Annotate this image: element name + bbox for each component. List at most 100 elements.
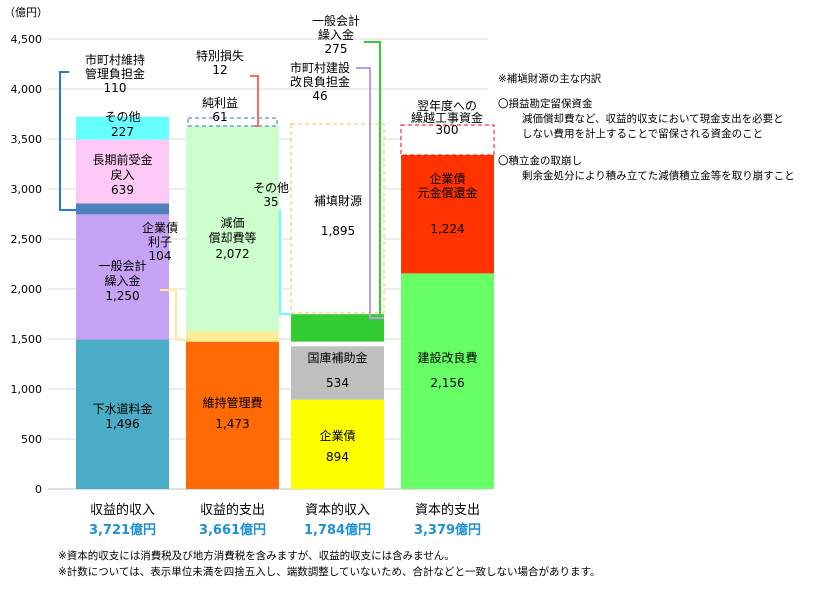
- segment-label: 1,224: [430, 222, 464, 236]
- segment-label: 建設改良費: [417, 350, 477, 365]
- y-tick-label: 500: [21, 433, 42, 446]
- category-label: 収益的支出: [200, 502, 265, 518]
- unit-label: （億円）: [4, 6, 48, 19]
- segment-label: 減価: [220, 215, 244, 230]
- segment-label: その他: [104, 110, 140, 124]
- carryover-callout-line-0: 翌年度への: [417, 98, 477, 113]
- special-loss-callout-line-1: 12: [212, 63, 227, 77]
- y-tick-label: 1,000: [11, 383, 43, 396]
- y-tick-label: 4,000: [11, 83, 43, 96]
- category-total: 3,721億円: [89, 522, 156, 538]
- hoten-callout-line-0: 補填財源: [314, 193, 362, 208]
- segment-label: 長期前受金: [92, 152, 152, 167]
- bar-segment: [401, 151, 494, 274]
- bar-segment: [291, 346, 384, 400]
- net-profit-callout-line-0: 純利益: [202, 96, 238, 110]
- bar-segment: [401, 273, 494, 489]
- footnote-line1: ※資本的収支には消費税及び地方消費税を含みますが、収益的収支には含みません。: [58, 550, 455, 562]
- category-total: 1,784億円: [304, 522, 371, 538]
- notes-item1-body1: 減価償却費など、収益的収支において現金支出を必要と: [522, 113, 784, 125]
- segment-label: 下水道料金: [92, 401, 152, 416]
- dashed-box: [290, 123, 385, 314]
- bond-interest-callout-line-1: 利子: [148, 235, 172, 249]
- segment-label: 元金償還金: [417, 185, 477, 200]
- hoten-callout-line-1: 1,895: [321, 224, 355, 238]
- notes-item2-head: 〇積立金の取崩し: [498, 155, 582, 167]
- segment-label: 227: [111, 125, 134, 139]
- other-35-bracket: [279, 210, 291, 315]
- y-tick-label: 0: [35, 483, 42, 496]
- bar-segment: [291, 314, 384, 342]
- y-tick-label: 2,000: [11, 283, 43, 296]
- other-35-callout-line-0: その他: [253, 181, 289, 195]
- segment-label: 企業債: [429, 171, 465, 186]
- bar-segment: [186, 341, 279, 489]
- bar-segment: [76, 139, 169, 204]
- segment-label: 維持管理費: [202, 395, 262, 410]
- y-tick-label: 3,500: [11, 133, 43, 146]
- segment-label: 534: [326, 376, 349, 390]
- muni-construction-callout-line-2: 46: [312, 89, 327, 103]
- segment-label: 894: [326, 450, 349, 464]
- other-35-callout-line-1: 35: [263, 195, 278, 209]
- bar-segment: [76, 214, 169, 340]
- special-loss-bracket: [250, 75, 259, 127]
- category-label: 収益的収入: [90, 502, 155, 518]
- bar-segment: [76, 203, 169, 215]
- bar-segment: [76, 339, 169, 489]
- carryover-callout-line-2: 300: [436, 123, 459, 137]
- muni-construction-callout-line-0: 市町村建設: [290, 60, 350, 75]
- gen-account-callout-line-1: 繰入金: [318, 27, 354, 42]
- footnote-line2: ※計数については、表示単位未満を四捨五入し、端数調整していないため、合計などと一…: [58, 566, 601, 578]
- y-tick-label: 3,000: [11, 183, 43, 196]
- segment-label: 国庫補助金: [307, 350, 367, 365]
- dashed-box: [187, 117, 278, 127]
- special-loss-callout-line-0: 特別損失: [196, 48, 244, 63]
- gen-account-callout-line-0: 一般会計: [312, 13, 360, 28]
- category-label: 資本的収入: [305, 502, 370, 518]
- category-label: 資本的支出: [415, 502, 480, 518]
- segment-label: 1,250: [105, 289, 139, 303]
- segment-label: 償却費等: [208, 230, 256, 245]
- bond-interest-bracket: [160, 289, 186, 341]
- net-profit-callout-line-1: 61: [212, 110, 227, 124]
- notes-item1-body2: しない費用を計上することで留保される資金のこと: [522, 128, 764, 140]
- segment-label: 2,072: [215, 247, 249, 261]
- bond-interest-callout-line-0: 企業債: [142, 220, 178, 235]
- bond-interest-callout-line-2: 104: [149, 249, 172, 263]
- category-total: 3,379億円: [414, 522, 481, 538]
- muni-construction-callout-line-1: 改良負担金: [290, 74, 350, 89]
- segment-label: 1,473: [215, 417, 249, 431]
- category-total: 3,661億円: [199, 522, 266, 538]
- y-tick-label: 1,500: [11, 333, 43, 346]
- y-tick-label: 2,500: [11, 233, 43, 246]
- bar-segment: [186, 331, 279, 342]
- segment-label: 2,156: [430, 376, 464, 390]
- bar-segment: [186, 124, 279, 332]
- segment-label: 639: [111, 183, 134, 197]
- notes-item1-head: 〇損益勘定留保資金: [498, 98, 593, 110]
- bar-segment: [291, 399, 384, 489]
- footnotes: ※資本的収支には消費税及び地方消費税を含みますが、収益的収支には含みません。 ※…: [58, 548, 600, 580]
- y-tick-label: 4,500: [11, 33, 43, 46]
- segment-label: 企業債: [319, 428, 355, 443]
- muni-maint-bracket: [59, 71, 76, 211]
- muni-maint-callout-line-1: 管理負担金: [85, 66, 145, 81]
- notes-item2-body: 剰余金処分により積み立てた減債積立金等を取り崩すこと: [522, 170, 795, 182]
- segment-label: 一般会計: [98, 258, 146, 273]
- muni-maint-callout-line-0: 市町村維持: [85, 52, 145, 67]
- notes-title: ※補塡財源の主な内訳: [498, 73, 602, 85]
- muni-maint-callout-line-2: 110: [104, 81, 127, 95]
- muni-construction-bracket: [356, 67, 384, 319]
- gen-account-bracket: [364, 41, 384, 321]
- segment-label: 戻入: [110, 168, 134, 182]
- dashed-box: [400, 124, 495, 156]
- hoten-breakdown-notes: ※補塡財源の主な内訳 〇損益勘定留保資金 減価償却費など、収益的収支において現金…: [498, 72, 833, 184]
- carryover-callout-line-1: 繰越工事資金: [411, 110, 483, 125]
- segment-label: 1,496: [105, 417, 139, 431]
- segment-label: 繰入金: [104, 273, 140, 288]
- bar-segment: [76, 116, 169, 140]
- gen-account-callout-line-2: 275: [325, 42, 348, 56]
- bar-segment: [291, 341, 384, 347]
